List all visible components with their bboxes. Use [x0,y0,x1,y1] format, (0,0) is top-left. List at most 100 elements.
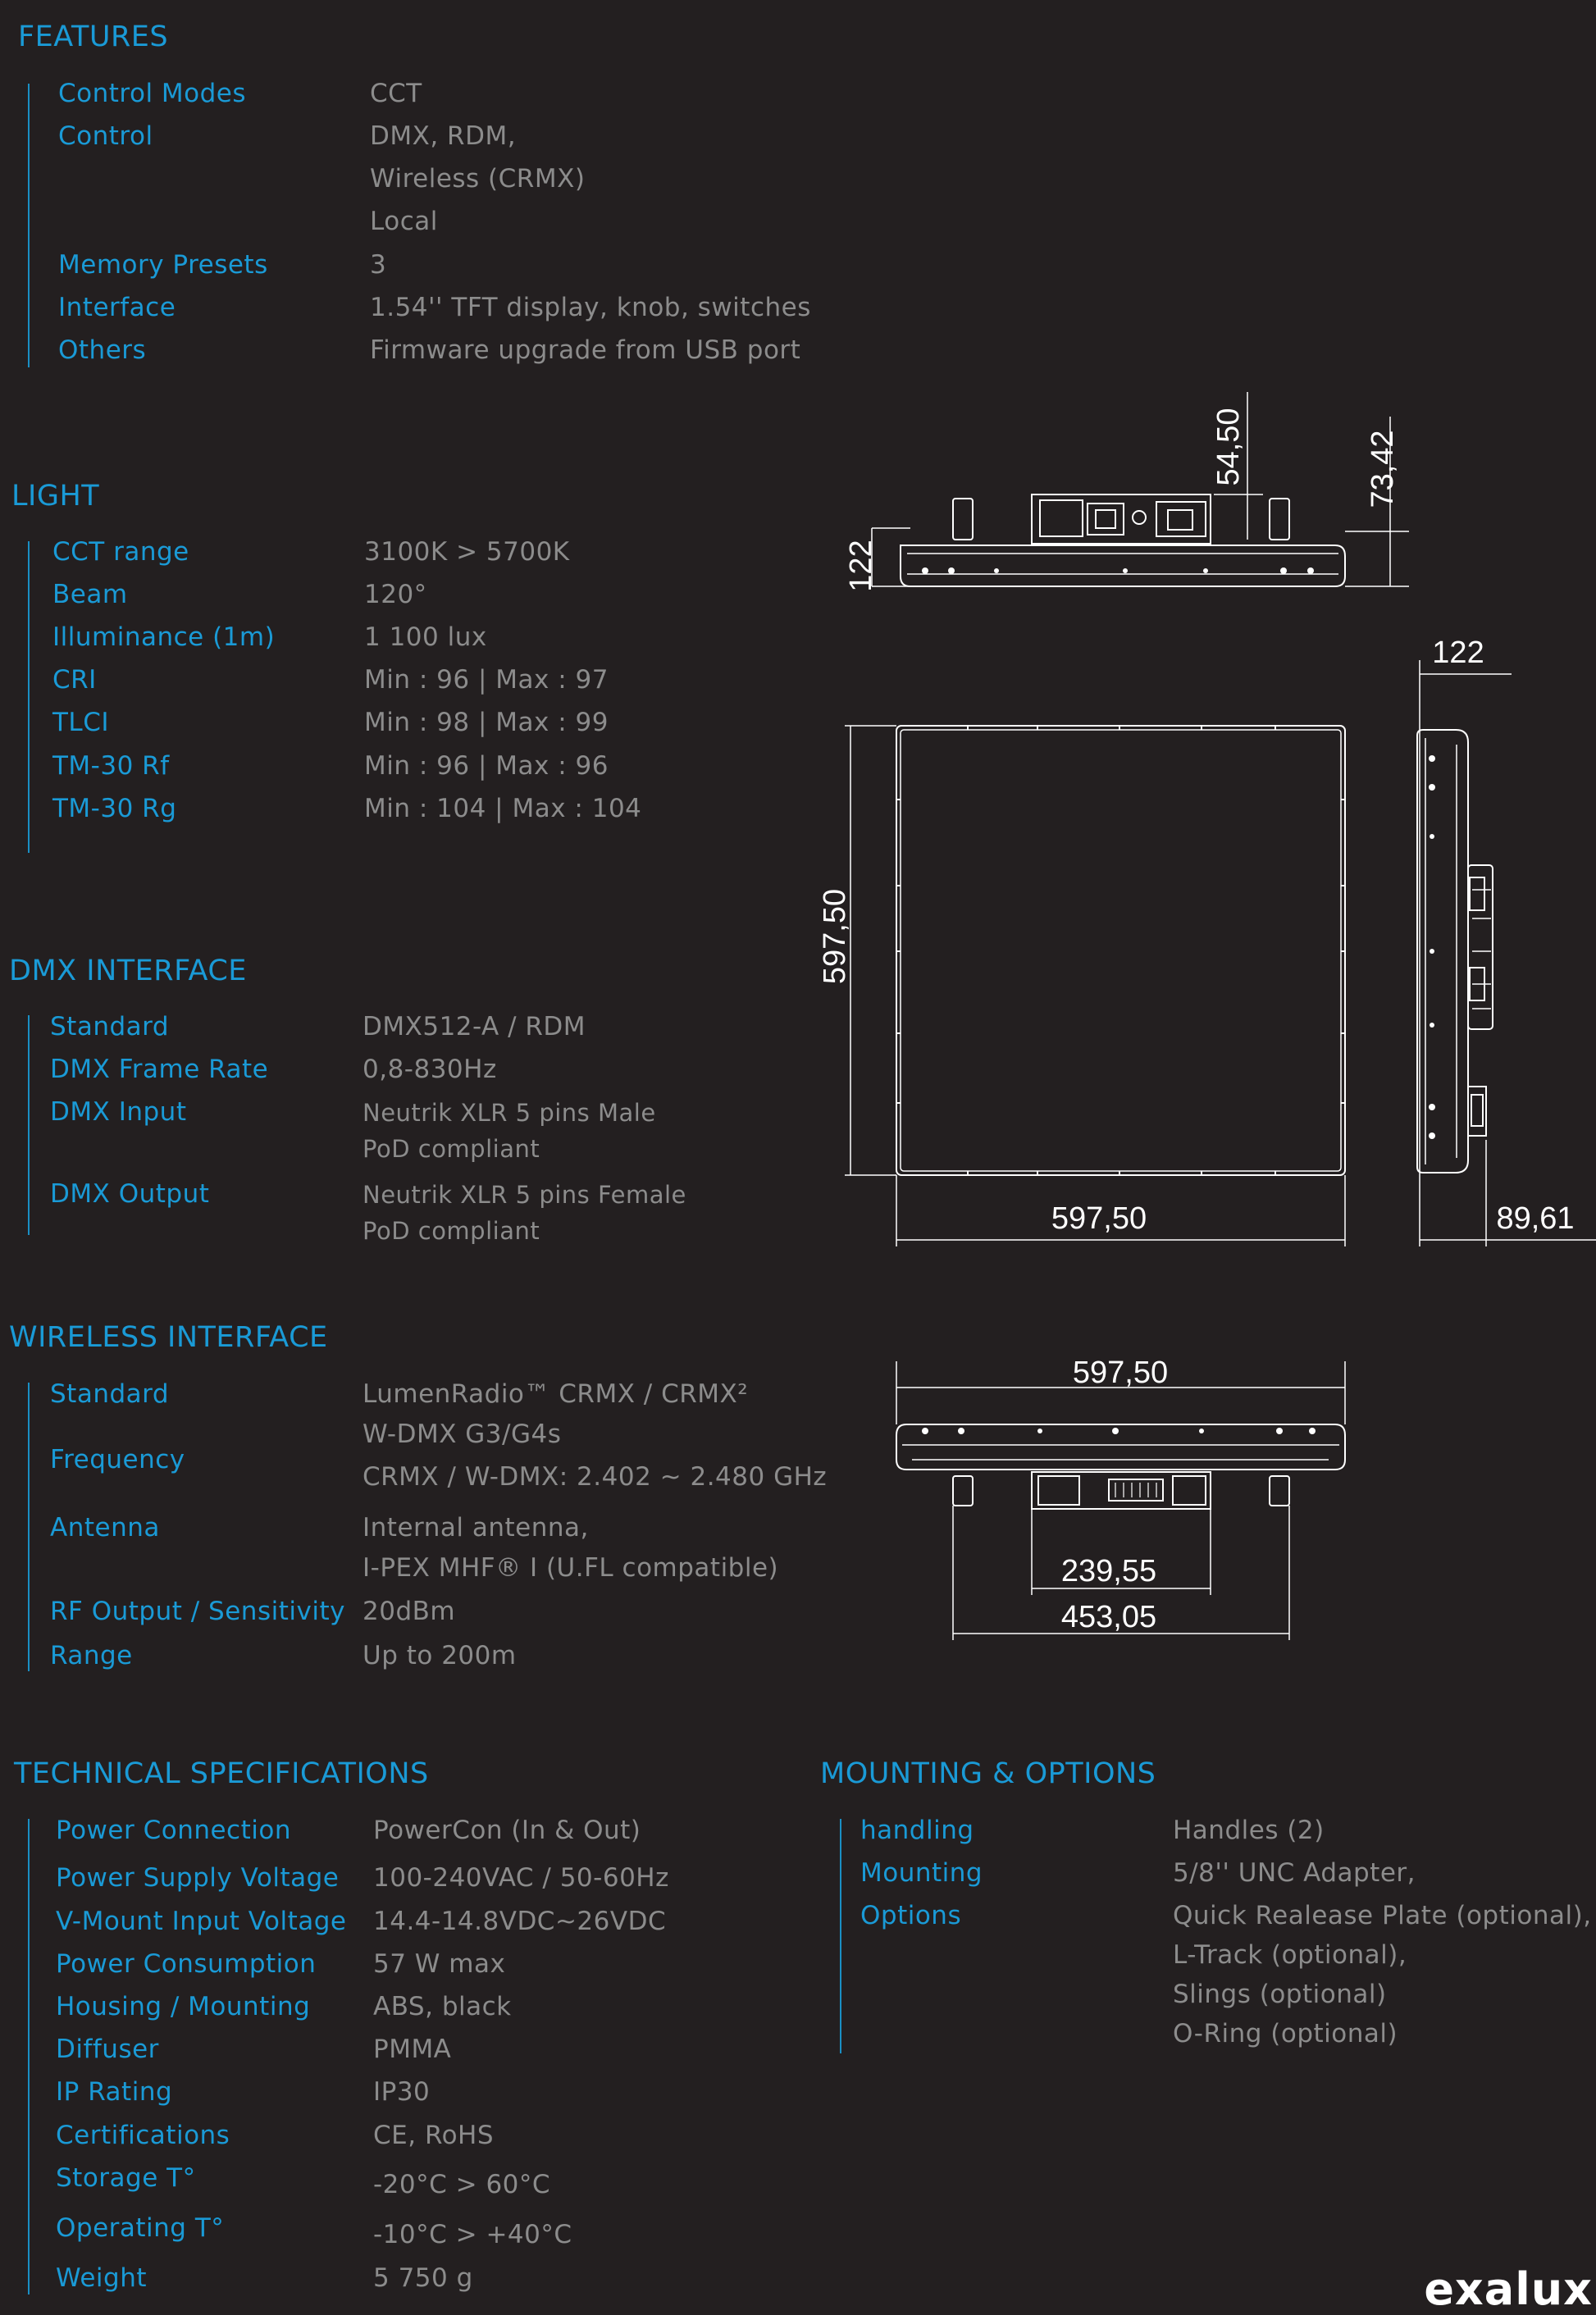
light-label: CCT range [52,537,189,567]
features-value: Local [370,207,438,236]
dim-front-height: 597,50 [818,889,852,984]
features-bar [28,84,30,367]
light-value: Min : 96 | Max : 97 [364,665,609,695]
wireless-value: 20dBm [363,1597,456,1626]
dmx-value: PoD compliant [363,1217,540,1245]
technical-title: TECHNICAL SPECIFICATIONS [14,1757,429,1790]
mounting-value: 5/8'' UNC Adapter, [1173,1858,1416,1888]
features-label: Others [58,335,147,365]
light-value: 120° [364,580,427,609]
features-value: 1.54'' TFT display, knob, switches [370,293,811,322]
technical-value: 57 W max [373,1949,506,1979]
dmx-label: Standard [50,1012,170,1041]
mounting-value: Handles (2) [1173,1816,1325,1845]
wireless-value: Up to 200m [363,1641,517,1670]
mounting-bar [840,1819,841,2053]
mounting-value: Slings (optional) [1173,1980,1387,2009]
wireless-value: Internal antenna, [363,1513,589,1543]
features-value: DMX, RDM, [370,121,517,151]
front-view-drawing [845,725,1346,1246]
light-label: TM-30 Rf [52,751,170,781]
technical-value: CE, RoHS [373,2121,495,2150]
light-title: LIGHT [11,480,100,513]
technical-bar [28,1819,30,2294]
features-label: Interface [58,293,176,322]
dmx-value: PoD compliant [363,1135,540,1163]
technical-value: PowerCon (In & Out) [373,1816,641,1845]
top-view-drawing [871,392,1409,587]
dim-top-height-left: 122 [844,540,878,591]
light-label: TLCI [52,708,109,737]
features-title: FEATURES [18,21,169,53]
wireless-bar [28,1383,30,1671]
wireless-label: Standard [50,1379,170,1409]
light-value: 3100K > 5700K [364,537,570,567]
features-value: Firmware upgrade from USB port [370,335,801,365]
technical-value: PMMA [373,2035,452,2064]
features-label: Memory Presets [58,250,268,280]
wireless-label: Antenna [50,1513,160,1543]
technical-value: IP30 [373,2077,431,2107]
technical-label: IP Rating [56,2077,173,2107]
mounting-value: Quick Realease Plate (optional), [1173,1901,1592,1930]
light-label: Beam [52,580,128,609]
technical-value: ABS, black [373,1992,512,2021]
dim-front-width: 597,50 [1051,1201,1147,1236]
dim-top-height-mid: 54,50 [1211,408,1246,485]
technical-label: Power Supply Voltage [56,1863,340,1893]
technical-value: 5 750 g [373,2263,473,2293]
technical-label: Diffuser [56,2035,159,2064]
features-label: Control [58,121,153,151]
wireless-value: LumenRadio™ CRMX / CRMX² [363,1379,749,1409]
dmx-title: DMX INTERFACE [9,955,247,987]
dmx-label: DMX Frame Rate [50,1055,269,1084]
light-label: CRI [52,665,97,695]
mounting-label: handling [860,1816,974,1845]
dim-bottom-inner: 239,55 [1061,1554,1156,1588]
light-value: Min : 104 | Max : 104 [364,794,642,823]
dim-bottom-width: 597,50 [1073,1356,1168,1390]
dim-bottom-outer: 453,05 [1061,1600,1156,1634]
mounting-label: Mounting [860,1858,983,1888]
mounting-value: O-Ring (optional) [1173,2019,1398,2048]
technical-value: -10°C > +40°C [373,2220,572,2249]
dim-side-top: 122 [1432,636,1484,670]
light-value: 1 100 lux [364,622,487,652]
wireless-value: W-DMX G3/G4s [363,1420,562,1449]
mounting-title: MOUNTING & OPTIONS [820,1757,1156,1790]
technical-label: Weight [56,2263,148,2293]
dmx-bar [28,1015,30,1235]
light-value: Min : 96 | Max : 96 [364,751,609,781]
bottom-view-drawing [896,1361,1346,1640]
technical-value: 100-240VAC / 50-60Hz [373,1863,669,1893]
dmx-value: Neutrik XLR 5 pins Female [363,1181,686,1209]
dmx-label: DMX Output [50,1179,210,1209]
technical-value: -20°C > 60°C [373,2170,551,2199]
wireless-label: RF Output / Sensitivity [50,1597,345,1626]
technical-label: Power Connection [56,1816,291,1845]
technical-label: Storage T° [56,2163,196,2193]
mounting-value: L-Track (optional), [1173,1940,1407,1970]
dmx-value: 0,8-830Hz [363,1055,497,1084]
features-label: Control Modes [58,79,247,108]
wireless-label: Range [50,1641,133,1670]
dmx-label: DMX Input [50,1097,187,1127]
technical-label: Certifications [56,2121,230,2150]
features-value: CCT [370,79,422,108]
mounting-label: Options [860,1901,962,1930]
dim-side-depth: 89,61 [1496,1201,1574,1236]
technical-label: V-Mount Input Voltage [56,1907,347,1936]
dmx-value: DMX512-A / RDM [363,1012,586,1041]
features-value: Wireless (CRMX) [370,164,586,194]
light-label: Illuminance (1m) [52,622,276,652]
dmx-value: Neutrik XLR 5 pins Male [363,1099,656,1127]
features-value: 3 [370,250,387,280]
light-label: TM-30 Rg [52,794,177,823]
dim-top-height-right: 73,42 [1366,430,1400,508]
wireless-label: Frequency [50,1445,185,1474]
side-view-drawing [1416,660,1596,1246]
light-bar [28,541,30,853]
technical-value: 14.4-14.8VDC~26VDC [373,1907,667,1936]
wireless-value: I-PEX MHF® I (U.FL compatible) [363,1553,779,1583]
